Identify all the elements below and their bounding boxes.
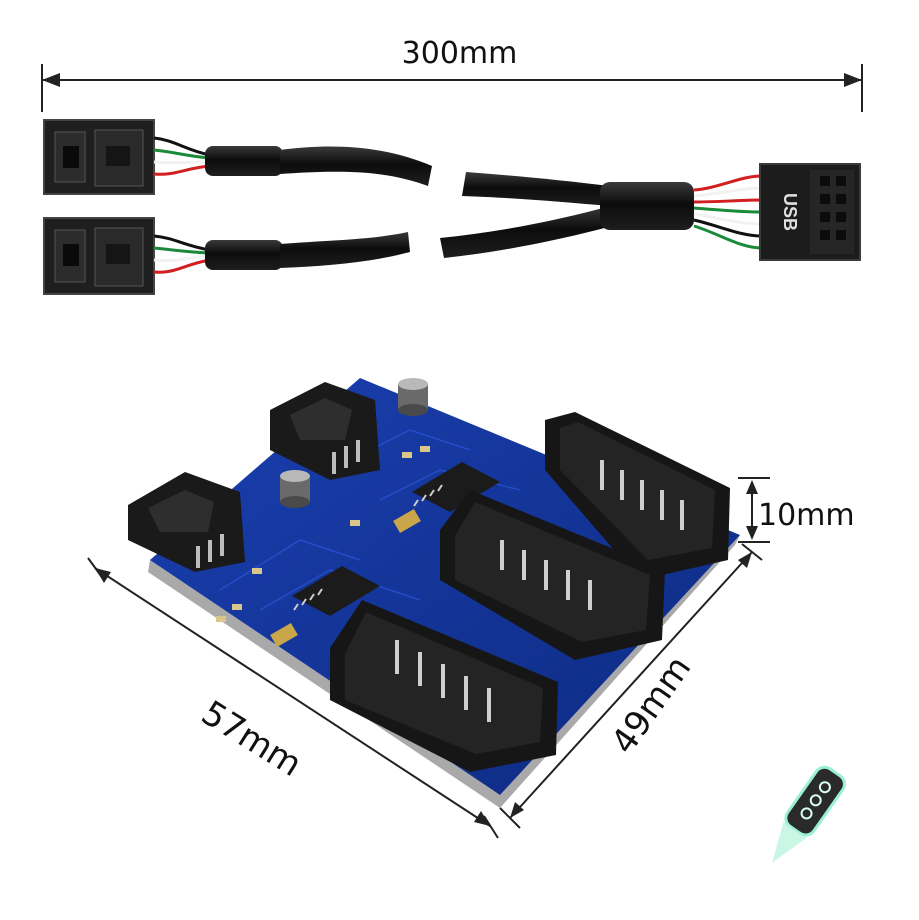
heat-shrink-bottom [205,240,283,270]
board-height-dimension-line [738,477,770,543]
usb-marking: USB [780,193,800,231]
crystal-2 [270,622,298,648]
plug-wires [153,136,211,274]
cable-length-dimension-line [41,64,863,112]
capacitor-2 [280,470,310,508]
smd-components [216,446,430,622]
usb-plug-bottom [43,217,155,295]
board-width-dimension-line [87,557,499,839]
header-socket-2 [440,490,665,660]
hub-chip-1 [412,462,500,512]
usb-plug-top [43,119,155,195]
heat-shrink-header [600,182,694,230]
input-connector-2 [128,472,245,572]
board-height-label: 10mm [758,498,855,533]
usb-hub-board [128,378,740,808]
board-depth-dimension-line [499,543,763,829]
pcb-edge [148,535,740,808]
header-socket-1 [545,412,730,580]
header-socket-3 [330,600,558,772]
usb-header-connector: USB [759,163,861,261]
cable-segment-bottom-right [440,206,612,258]
header-wires [693,174,763,250]
cable-segment-bottom-left [280,232,410,268]
rocket-logo-icon [772,765,846,863]
capacitor-1 [398,378,428,416]
cable-segment-top-right [462,172,610,206]
input-connector-1 [270,382,380,480]
usb-splitter-cable: USB [43,119,861,295]
cable-segment-top-left [280,146,432,186]
cable-length-label: 300mm [401,36,518,71]
crystal-1 [393,508,421,534]
hub-chip-2 [292,566,380,616]
heat-shrink-top [205,146,283,176]
